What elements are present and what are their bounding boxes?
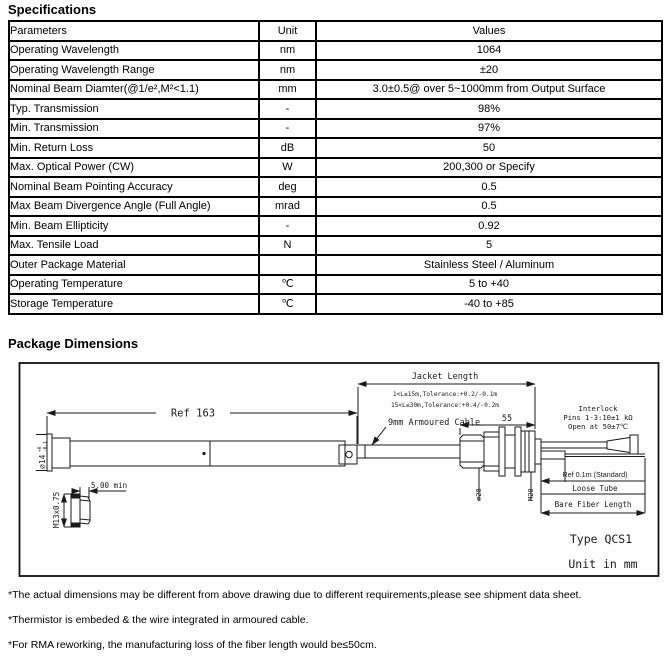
table-row: Nominal Beam Diamter(@1/e²,M²<1.1) mm 3.… <box>8 78 663 100</box>
value-cell: 0.92 <box>315 215 663 237</box>
min5-label: 5.00 min <box>91 481 127 490</box>
type-label: Type QCS1 <box>570 532 632 546</box>
value-cell: 5 <box>315 234 663 256</box>
unit-cell: dB <box>258 137 317 159</box>
interlock-label-3: Open at 50±7℃ <box>568 422 628 431</box>
table-row: Nominal Beam Pointing Accuracy deg 0.5 <box>8 176 663 198</box>
value-cell: -40 to +85 <box>315 293 663 315</box>
dim-55-label: 55 <box>502 414 512 424</box>
footnote-thermistor: *Thermistor is embeded & the wire integr… <box>8 614 309 626</box>
table-row: Min. Transmission - 97% <box>8 117 663 139</box>
unit-cell: nm <box>258 39 317 61</box>
jacket-length-label: Jacket Length <box>412 372 479 382</box>
unit-cell: N <box>258 234 317 256</box>
unit-cell <box>258 254 317 276</box>
jacket-tolerance-2: 15<L≤30m,Tolerance:+0.4/-0.2m <box>391 402 499 409</box>
unit-cell: deg <box>258 176 317 198</box>
param-cell: Operating Wavelength Range <box>8 59 260 81</box>
m13-label: M13x0.75 <box>52 492 61 528</box>
table-row: Max Beam Divergence Angle (Full Angle) m… <box>8 195 663 217</box>
unit-cell: - <box>258 117 317 139</box>
header-values: Values <box>315 20 663 42</box>
interlock-label-1: Interlock <box>579 404 619 413</box>
table-row: Operating Temperature ℃ 5 to +40 <box>8 273 663 295</box>
package-dimensions-title: Package Dimensions <box>8 336 139 351</box>
table-row: Min. Return Loss dB 50 <box>8 137 663 159</box>
drawing-border <box>18 362 660 577</box>
table-row: Max. Optical Power (CW) W 200,300 or Spe… <box>8 156 663 178</box>
specifications-table: Parameters Unit Values Operating Wavelen… <box>8 20 663 315</box>
jacket-tolerance-1: 1<L≤15m,Tolerance:+0.2/-0.1m <box>393 391 498 398</box>
dia20-label: ⌀20 <box>475 488 483 501</box>
param-cell: Nominal Beam Pointing Accuracy <box>8 176 260 198</box>
loose-tube-label: Loose Tube <box>572 484 618 493</box>
value-cell: 0.5 <box>315 176 663 198</box>
unit-cell: W <box>258 156 317 178</box>
ref-fiber-label: Ref 0.1m (Standard) <box>562 470 627 479</box>
param-cell: Operating Temperature <box>8 273 260 295</box>
table-header-row: Parameters Unit Values <box>8 20 663 42</box>
table-row: Storage Temperature ℃ -40 to +85 <box>8 293 663 315</box>
value-cell: 50 <box>315 137 663 159</box>
armoured-cable-label: 9mm Armoured Cable <box>388 418 480 428</box>
param-cell: Max. Optical Power (CW) <box>8 156 260 178</box>
param-cell: Operating Wavelength <box>8 39 260 61</box>
value-cell: 0.5 <box>315 195 663 217</box>
param-cell: Outer Package Material <box>8 254 260 276</box>
unit-cell: mrad <box>258 195 317 217</box>
table-row: Operating Wavelength Range nm ±20 <box>8 59 663 81</box>
param-cell: Min. Return Loss <box>8 137 260 159</box>
unit-cell: nm <box>258 59 317 81</box>
value-cell: ±20 <box>315 59 663 81</box>
value-cell: 98% <box>315 98 663 120</box>
package-drawing: Ref 163 Jacket Length 1<L≤15m,Tolerance:… <box>18 362 660 577</box>
interlock-label-2: Pins 1-3:10±1 kΩ <box>563 413 633 422</box>
dia14-label: ⌀14 <box>38 454 47 469</box>
table-row: Max. Tensile Load N 5 <box>8 234 663 256</box>
table-row: Operating Wavelength nm 1064 <box>8 39 663 61</box>
dia14-tol-minus: -0.1 <box>43 441 49 452</box>
param-cell: Min. Transmission <box>8 117 260 139</box>
value-cell: Stainless Steel / Aluminum <box>315 254 663 276</box>
value-cell: 5 to +40 <box>315 273 663 295</box>
unit-cell: - <box>258 215 317 237</box>
param-cell: Storage Temperature <box>8 293 260 315</box>
unit-cell: - <box>258 98 317 120</box>
table-row: Min. Beam Ellipticity - 0.92 <box>8 215 663 237</box>
param-cell: Typ. Transmission <box>8 98 260 120</box>
table-row: Typ. Transmission - 98% <box>8 98 663 120</box>
unit-label: Unit in mm <box>568 557 637 571</box>
param-cell: Nominal Beam Diamter(@1/e²,M²<1.1) <box>8 78 260 100</box>
m20-label: M20 <box>527 488 535 501</box>
dia14-tol-plus: +0 <box>37 446 43 452</box>
param-cell: Max. Tensile Load <box>8 234 260 256</box>
value-cell: 1064 <box>315 39 663 61</box>
footnote-dimensions: *The actual dimensions may be different … <box>8 589 582 601</box>
table-row: Outer Package Material Stainless Steel /… <box>8 254 663 276</box>
specifications-title: Specifications <box>8 2 97 17</box>
header-parameters: Parameters <box>8 20 260 42</box>
param-cell: Max Beam Divergence Angle (Full Angle) <box>8 195 260 217</box>
bare-fiber-label: Bare Fiber Length <box>555 500 632 509</box>
footnote-rma: *For RMA reworking, the manufacturing lo… <box>8 639 377 651</box>
unit-cell: ℃ <box>258 293 317 315</box>
ref-length-label: Ref 163 <box>171 408 215 420</box>
value-cell: 200,300 or Specify <box>315 156 663 178</box>
value-cell: 3.0±0.5@ over 5~1000mm from Output Surfa… <box>315 78 663 100</box>
header-unit: Unit <box>258 20 317 42</box>
value-cell: 97% <box>315 117 663 139</box>
unit-cell: mm <box>258 78 317 100</box>
param-cell: Min. Beam Ellipticity <box>8 215 260 237</box>
unit-cell: ℃ <box>258 273 317 295</box>
